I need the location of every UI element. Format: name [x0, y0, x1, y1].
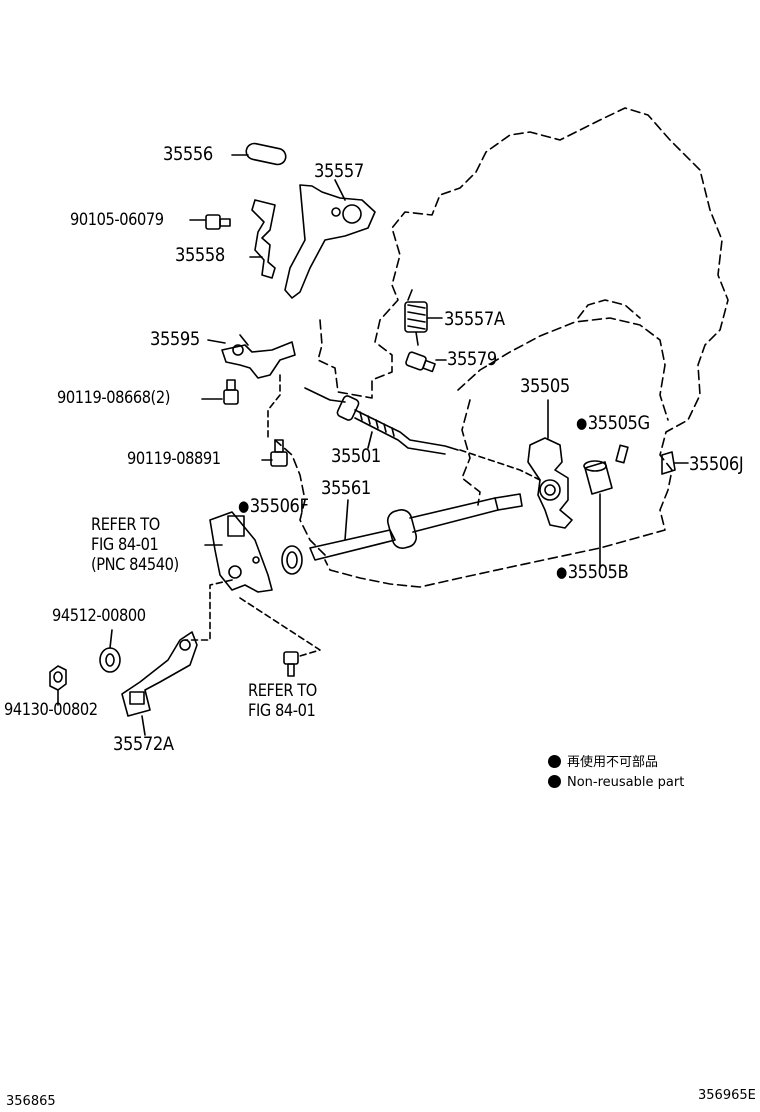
plug-35579 — [405, 351, 447, 373]
non-reusable-dot-icon — [548, 775, 561, 788]
legend-en-text: Non-reusable part — [567, 775, 685, 790]
label-35572A[interactable]: 35572A — [113, 733, 174, 755]
label-35505B[interactable]: 35505B — [556, 563, 629, 582]
lever-35572A — [121, 631, 198, 736]
non-reusable-dot-icon — [548, 755, 561, 768]
refer-note-line1: REFER TO — [91, 515, 160, 535]
label-35557[interactable]: 35557 — [314, 160, 364, 182]
footer-code-right: 356965E — [698, 1088, 756, 1103]
lever-35557 — [284, 179, 376, 299]
label-90119-08668[interactable]: 90119-08668(2) — [57, 388, 170, 408]
shaft-35561 — [309, 493, 523, 561]
guide-line-bracket — [267, 374, 281, 441]
bolt-refer-fig — [283, 651, 299, 677]
clip-35506J — [661, 451, 689, 475]
label-35556[interactable]: 35556 — [163, 143, 213, 165]
cable-35501 — [304, 387, 459, 455]
transmission-housing-outline — [317, 107, 729, 588]
housing-inner-line — [577, 299, 641, 319]
spring-35557A — [404, 289, 443, 346]
label-35557A[interactable]: 35557A — [444, 308, 505, 330]
label-94130-00802[interactable]: 94130-00802 — [4, 700, 98, 720]
label-35501[interactable]: 35501 — [331, 445, 381, 467]
bolt-90119-08891 — [261, 439, 288, 467]
label-35506F[interactable]: 35506F — [238, 497, 309, 516]
refer-note2-line1: REFER TO — [248, 681, 317, 701]
refer-note2-line2: FIG 84-01 — [248, 701, 316, 721]
pin-35556 — [231, 142, 287, 166]
pin-35505G — [615, 444, 629, 464]
bolt-90105-06079 — [189, 214, 231, 230]
refer-note-line3: (PNC 84540) — [91, 555, 179, 575]
label-35579[interactable]: 35579 — [447, 348, 497, 370]
washer-94512-00800 — [99, 629, 121, 673]
legend-japanese: 再使用不可部品 — [548, 755, 658, 769]
label-35561[interactable]: 35561 — [321, 477, 371, 499]
label-35558[interactable]: 35558 — [175, 244, 225, 266]
bracket-35595 — [207, 334, 296, 379]
housing-side-line — [461, 399, 481, 506]
detent-lever-35505 — [527, 399, 573, 529]
nut-94130-00802 — [49, 665, 67, 706]
label-35595[interactable]: 35595 — [150, 328, 200, 350]
legend-english: Non-reusable part — [548, 775, 684, 789]
spring-plate-35558 — [249, 199, 276, 279]
label-90119-08891[interactable]: 90119-08891 — [127, 449, 221, 469]
collar-35505B — [583, 460, 613, 569]
refer-note-line2: FIG 84-01 — [91, 535, 159, 555]
footer-code-left: 356865 — [6, 1094, 56, 1109]
label-35505[interactable]: 35505 — [520, 375, 570, 397]
neutral-start-switch — [209, 511, 273, 593]
label-35505G[interactable]: 35505G — [576, 414, 650, 433]
label-94512-00800[interactable]: 94512-00800 — [52, 606, 146, 626]
guide-line-bolt — [239, 597, 321, 657]
guide-line-sensor — [184, 579, 233, 641]
housing-flange-line — [457, 317, 669, 421]
legend-jp-text: 再使用不可部品 — [567, 755, 659, 770]
bolt-90119-08668 — [201, 379, 239, 405]
oil-seal-35506F — [281, 545, 303, 575]
guide-line-cable-end — [459, 449, 541, 481]
label-90105-06079[interactable]: 90105-06079 — [70, 210, 164, 230]
label-35506J[interactable]: 35506J — [689, 453, 744, 475]
